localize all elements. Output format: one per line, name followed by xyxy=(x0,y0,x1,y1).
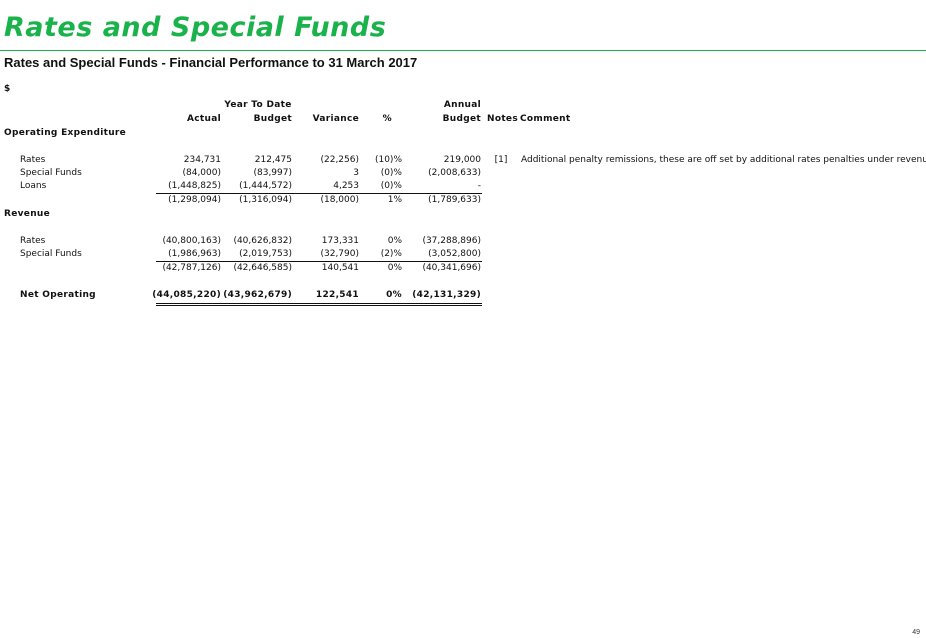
cell-percent: (0)% xyxy=(380,181,402,191)
subtotal-variance: 140,541 xyxy=(321,263,359,273)
subtotal-annual-budget: (40,341,696) xyxy=(422,263,481,273)
cell-actual: (84,000) xyxy=(182,168,221,178)
double-underline-bottom xyxy=(156,305,482,306)
header-variance: Variance xyxy=(312,114,359,124)
cell-annual-budget: (3,052,800) xyxy=(428,249,481,259)
subtotal-actual: (42,787,126) xyxy=(162,263,221,273)
cell-budget: (40,626,832) xyxy=(233,236,292,246)
cell-annual-budget: 219,000 xyxy=(443,155,481,165)
header-actual: Actual xyxy=(187,114,221,124)
cell-budget: (1,444,572) xyxy=(239,181,292,191)
currency-label: $ xyxy=(4,84,11,94)
cell-budget: (2,019,753) xyxy=(239,249,292,259)
cell-variance: (32,790) xyxy=(320,249,359,259)
cell-percent: (10)% xyxy=(374,155,402,165)
header-notes: Notes xyxy=(487,114,518,124)
cell-note: [1] xyxy=(494,155,508,165)
subtotal-rule xyxy=(156,193,482,194)
header-percent: % xyxy=(382,114,392,124)
net-operating-budget: (43,962,679) xyxy=(223,290,292,300)
subtotal-annual-budget: (1,789,633) xyxy=(428,195,481,205)
cell-percent: 0% xyxy=(387,236,402,246)
header-budget: Budget xyxy=(253,114,292,124)
subtotal-budget: (42,646,585) xyxy=(233,263,292,273)
cell-budget: 212,475 xyxy=(254,155,292,165)
subtotal-actual: (1,298,094) xyxy=(168,195,221,205)
cell-actual: 234,731 xyxy=(183,155,221,165)
row-label: Special Funds xyxy=(20,168,82,178)
subtotal-rule xyxy=(156,261,482,262)
cell-budget: (83,997) xyxy=(253,168,292,178)
page-title: Rates and Special Funds xyxy=(4,12,387,43)
subtotal-budget: (1,316,094) xyxy=(239,195,292,205)
net-operating-percent: 0% xyxy=(386,290,402,300)
header-annual-budget: Budget xyxy=(442,114,481,124)
cell-annual-budget: (37,288,896) xyxy=(422,236,481,246)
page-subtitle: Rates and Special Funds - Financial Perf… xyxy=(4,55,418,70)
net-operating-actual: (44,085,220) xyxy=(152,290,221,300)
cell-actual: (1,448,825) xyxy=(168,181,221,191)
cell-percent: (0)% xyxy=(380,168,402,178)
cell-annual-budget: - xyxy=(477,181,481,191)
net-operating-label: Net Operating xyxy=(20,290,96,300)
row-label: Rates xyxy=(20,236,46,246)
subtotal-variance: (18,000) xyxy=(320,195,359,205)
header-comment: Comment xyxy=(520,114,571,124)
cell-comment: Additional penalty remissions, these are… xyxy=(521,155,926,165)
subtotal-percent: 0% xyxy=(387,263,402,273)
net-operating-annual-budget: (42,131,329) xyxy=(412,290,481,300)
net-operating-variance: 122,541 xyxy=(315,290,359,300)
header-year-to-date: Year To Date xyxy=(224,100,292,110)
row-label: Special Funds xyxy=(20,249,82,259)
cell-variance: 4,253 xyxy=(333,181,359,191)
cell-variance: 3 xyxy=(353,168,359,178)
header-annual: Annual xyxy=(443,100,481,110)
row-label: Rates xyxy=(20,155,46,165)
cell-actual: (40,800,163) xyxy=(162,236,221,246)
double-underline-top xyxy=(156,303,482,304)
row-label: Loans xyxy=(20,181,47,191)
cell-variance: (22,256) xyxy=(320,155,359,165)
subtotal-percent: 1% xyxy=(387,195,402,205)
section-heading-operating-expenditure: Operating Expenditure xyxy=(4,128,127,138)
cell-actual: (1,986,963) xyxy=(168,249,221,259)
title-divider xyxy=(0,50,926,51)
page-number: 49 xyxy=(912,629,920,636)
cell-variance: 173,331 xyxy=(321,236,359,246)
cell-annual-budget: (2,008,633) xyxy=(428,168,481,178)
section-heading-revenue: Revenue xyxy=(4,209,51,219)
cell-percent: (2)% xyxy=(380,249,402,259)
